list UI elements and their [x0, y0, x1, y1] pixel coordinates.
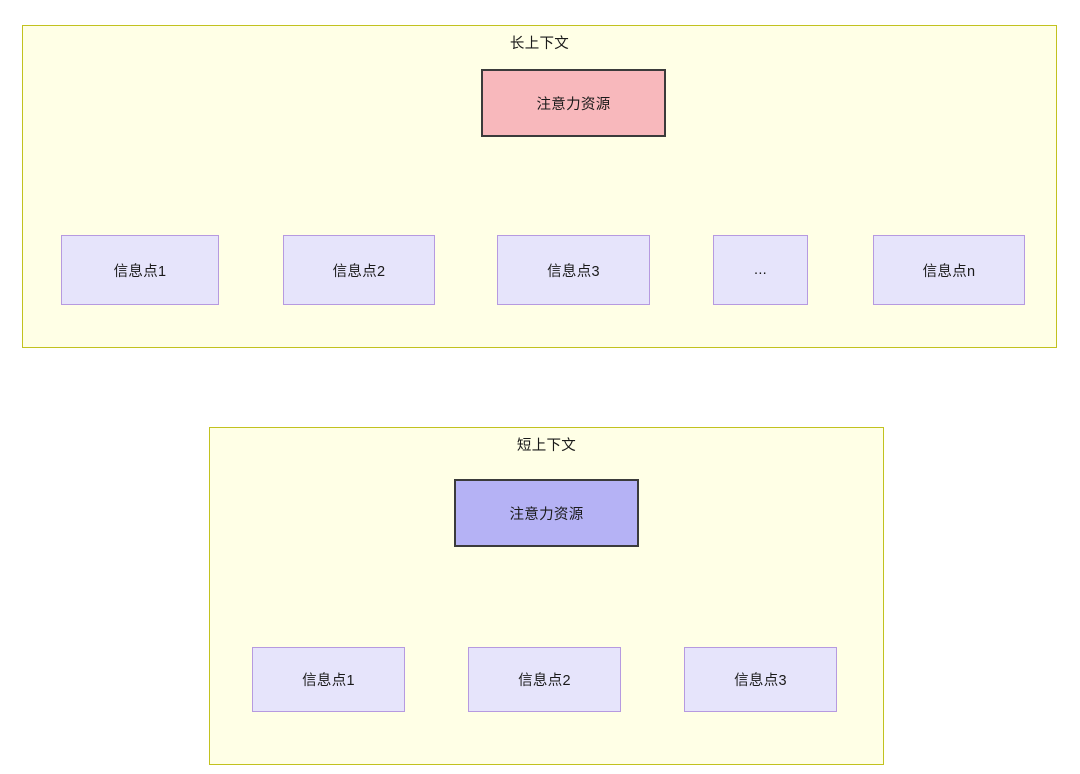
long-context-info-node-n[interactable]: 信息点n: [873, 235, 1025, 305]
short-context-info-node-2[interactable]: 信息点2: [468, 647, 621, 712]
short-context-info-node-3[interactable]: 信息点3: [684, 647, 837, 712]
short-context-frame: 短上下文: [209, 427, 884, 765]
short-context-attention-label: 注意力资源: [509, 506, 584, 523]
short-context-attention-node[interactable]: 注意力资源: [454, 479, 639, 547]
long-context-info-node-ellipsis[interactable]: ...: [713, 235, 808, 305]
long-context-info-node-1[interactable]: 信息点1: [61, 235, 219, 305]
long-context-info-label-3: 信息点3: [547, 263, 600, 280]
long-context-info-label-ellipsis: ...: [754, 262, 767, 278]
short-context-info-node-1[interactable]: 信息点1: [252, 647, 405, 712]
long-context-info-label-n: 信息点n: [922, 263, 976, 280]
short-context-title: 短上下文: [516, 438, 577, 454]
short-context-info-label-3: 信息点3: [734, 673, 787, 689]
long-context-info-label-2: 信息点2: [332, 263, 386, 280]
long-context-attention-label: 注意力资源: [536, 96, 611, 113]
long-context-info-label-1: 信息点1: [113, 263, 167, 280]
short-context-info-label-2: 信息点2: [518, 673, 571, 689]
long-context-info-node-2[interactable]: 信息点2: [283, 235, 435, 305]
long-context-info-node-3[interactable]: 信息点3: [497, 235, 650, 305]
long-context-attention-node[interactable]: 注意力资源: [481, 69, 666, 137]
long-context-title: 长上下文: [509, 36, 570, 52]
short-context-info-label-1: 信息点1: [302, 673, 355, 689]
